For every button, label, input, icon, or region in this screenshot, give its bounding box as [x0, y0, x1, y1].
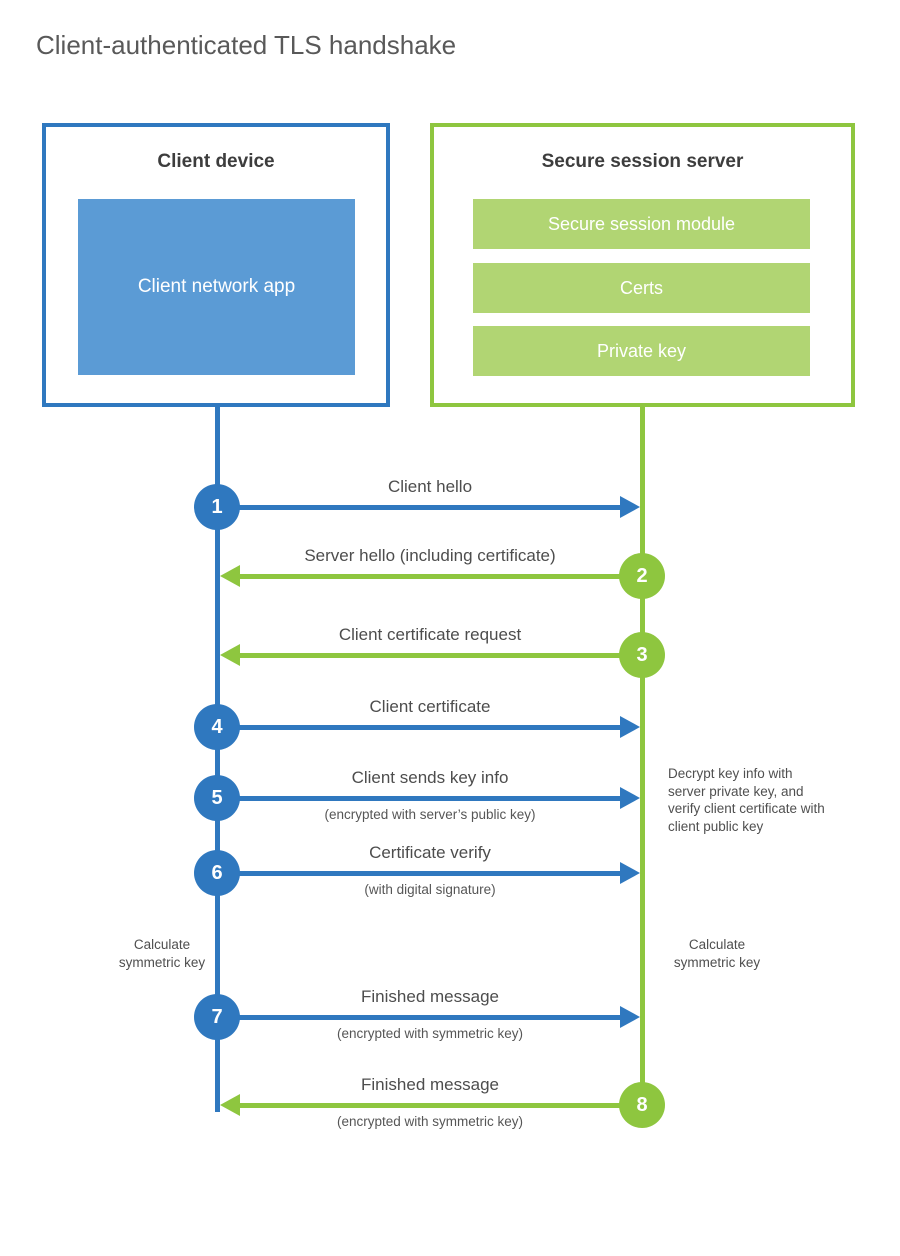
step-8-badge: 8	[619, 1082, 665, 1128]
client-network-app-box: Client network app	[78, 199, 355, 375]
step-6-arrowhead-icon	[620, 862, 640, 884]
server-calculate-key-note: Calculate symmetric key	[673, 937, 761, 970]
step-8-sublabel: (encrypted with symmetric key)	[336, 1114, 524, 1129]
step-1-badge: 1	[194, 484, 240, 530]
step-8-arrowhead-icon	[220, 1094, 240, 1116]
step-5-badge: 5	[194, 775, 240, 821]
client-device-title: Client device	[157, 151, 275, 172]
step-5-arrowhead-icon	[620, 787, 640, 809]
step-3-label: Client certificate request	[338, 625, 522, 644]
step-4-arrow-line	[217, 725, 620, 730]
client-network-app-label: Client network app	[137, 276, 296, 297]
step-7-arrowhead-icon	[620, 1006, 640, 1028]
step-4-label: Client certificate	[369, 697, 491, 716]
step-6-label: Certificate verify	[369, 843, 491, 862]
server-lifeline	[640, 403, 645, 1105]
page-title: Client-authenticated TLS handshake	[36, 30, 457, 60]
client-calculate-key-note: Calculate symmetric key	[118, 937, 206, 970]
server-box: Secure session server Secure session mod…	[430, 123, 855, 407]
step-2-label: Server hello (including certificate)	[304, 546, 556, 565]
server-module-secure-session: Secure session module	[473, 199, 810, 249]
client-device-box: Client device Client network app	[42, 123, 390, 407]
step-7-label: Finished message	[361, 987, 499, 1006]
step-1-arrow-line	[217, 505, 620, 510]
server-module-certs: Certs	[473, 263, 810, 313]
step-6-badge: 6	[194, 850, 240, 896]
server-title: Secure session server	[541, 151, 744, 172]
step-7-sublabel: (encrypted with symmetric key)	[336, 1026, 524, 1041]
step-4-badge: 4	[194, 704, 240, 750]
step-4-arrowhead-icon	[620, 716, 640, 738]
step-1-label: Client hello	[387, 477, 473, 496]
step-6-sublabel: (with digital signature)	[364, 882, 496, 897]
step-2-badge: 2	[619, 553, 665, 599]
server-module-private-key: Private key	[473, 326, 810, 376]
step-8-arrow-line	[240, 1103, 642, 1108]
server-decrypt-note: Decrypt key info with server private key…	[668, 766, 825, 834]
step-1-arrowhead-icon	[620, 496, 640, 518]
step-3-arrow-line	[240, 653, 642, 658]
step-5-label: Client sends key info	[351, 768, 509, 787]
client-lifeline	[215, 403, 220, 1112]
step-3-arrowhead-icon	[220, 644, 240, 666]
step-5-arrow-line	[217, 796, 620, 801]
step-7-arrow-line	[217, 1015, 620, 1020]
step-2-arrowhead-icon	[220, 565, 240, 587]
step-8-label: Finished message	[361, 1075, 499, 1094]
step-7-badge: 7	[194, 994, 240, 1040]
step-6-arrow-line	[217, 871, 620, 876]
step-5-sublabel: (encrypted with server’s public key)	[324, 807, 536, 822]
step-3-badge: 3	[619, 632, 665, 678]
step-2-arrow-line	[240, 574, 642, 579]
